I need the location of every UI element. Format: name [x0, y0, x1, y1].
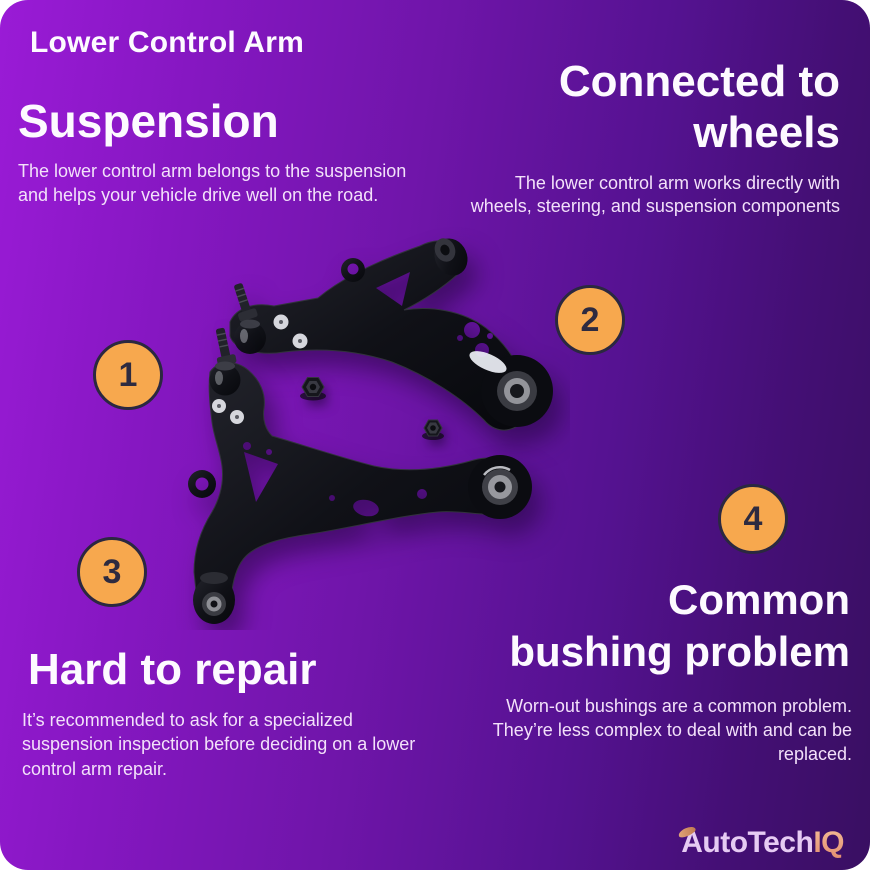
loose-nut-2: [422, 419, 444, 440]
marker-4: 4: [718, 484, 788, 554]
connected-heading-line2: wheels: [693, 108, 840, 158]
bushing-heading-line2: bushing problem: [509, 628, 850, 676]
bushing-body: Worn-out bushings are a common problem. …: [492, 696, 852, 764]
lower-control-arm: [188, 327, 532, 624]
logo-text-main: AutoTech: [677, 824, 814, 859]
upper-control-arm: [229, 238, 553, 431]
bushing-heading-line1: Common: [668, 576, 850, 623]
hard-to-repair-body: It’s recommended to ask for a specialize…: [22, 710, 416, 779]
connected-heading-line1: Connected to: [558, 57, 840, 106]
marker-1: 1: [93, 340, 163, 410]
suspension-heading: Suspension: [18, 95, 279, 147]
bushing-heading: Common bushing problem: [420, 574, 850, 678]
connected-body: The lower control arm works directly wit…: [470, 173, 840, 217]
page-title: Lower Control Arm: [30, 26, 304, 59]
marker-3: 3: [77, 537, 147, 607]
suspension-body: The lower control arm belongs to the sus…: [18, 161, 407, 205]
logo-text-accent: IQ: [813, 826, 844, 859]
autotechiq-logo: AutoTechIQ: [677, 824, 844, 860]
lower-control-arm-parts-photo: [188, 238, 553, 624]
marker-2: 2: [555, 285, 625, 355]
loose-nut-1: [300, 377, 326, 401]
connected-heading: Connected to wheels: [480, 56, 840, 158]
upper-ball-joint: [234, 283, 258, 322]
hard-to-repair-heading: Hard to repair: [28, 645, 317, 694]
